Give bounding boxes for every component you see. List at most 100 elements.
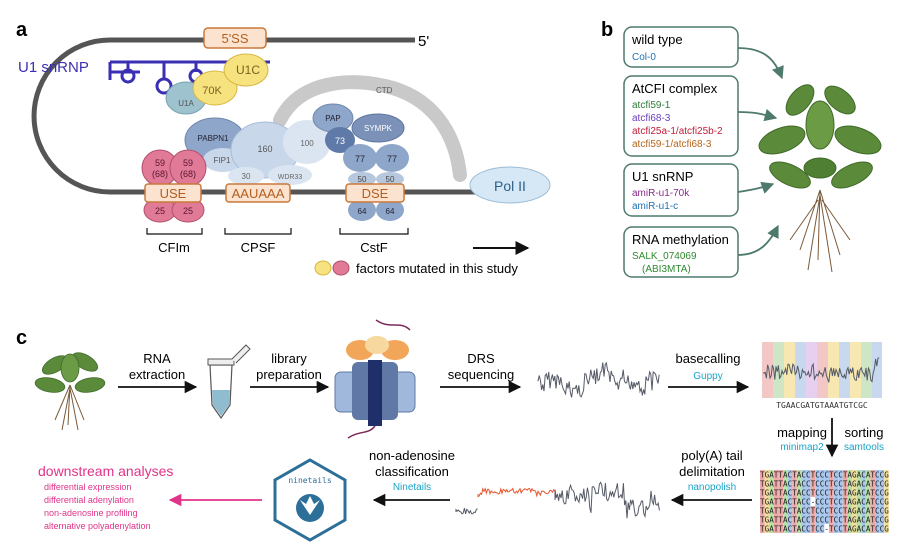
pol2-protein: [469, 166, 551, 204]
raw-signal-trace: [537, 361, 660, 398]
sympk-protein: [351, 113, 405, 143]
alignment-cell: [856, 488, 862, 497]
alignment-cell: [773, 488, 779, 497]
use-box: [144, 183, 202, 203]
alignment-cell: [783, 506, 788, 515]
downstream-item-1: differential expression: [44, 482, 131, 492]
alignment-cell: [833, 488, 839, 497]
legend-yellow-swatch: [314, 260, 332, 276]
alignment-cell: [787, 488, 793, 497]
cfim25a-label: 25: [155, 206, 165, 216]
alignment-cell: [852, 470, 857, 479]
alignment-cell: [861, 524, 866, 533]
cpsf30-protein: [228, 167, 264, 185]
minimap2-label: minimap2: [780, 442, 824, 453]
legend-pink-swatch: [332, 260, 350, 276]
cpsf73-protein: [325, 127, 355, 153]
alignment-cell: [865, 524, 871, 533]
alignment-cell: [865, 497, 871, 506]
alignment-cell: [773, 515, 779, 524]
cfim59a-label: 59: [155, 158, 165, 168]
box-methylation: [623, 226, 739, 278]
alignment-cell: [870, 479, 875, 488]
alignment-cell: [764, 479, 770, 488]
basecalled-signal: TGAACGATGTAAATGTCGC: [762, 342, 882, 410]
alignment-row: TGATTACTACCTCCCTCCTAGACATCCG: [760, 480, 889, 489]
alignment-cell: [884, 515, 889, 524]
panel-b: b wild type Col-0 AtCFI complex atcfi59-…: [601, 19, 882, 278]
alignment-cell: [833, 470, 839, 479]
alignment-row: TGATTACTACCTCCCTCCTAGACATCCG: [760, 471, 889, 480]
ninetails-tool-label: Ninetails: [393, 482, 431, 493]
alignment-cell: [815, 470, 820, 479]
alignment-cell: [792, 488, 797, 497]
alignment-cell: [865, 479, 871, 488]
alignment-cell: [773, 497, 779, 506]
box-atcfi: [623, 75, 739, 157]
alignment-cell: [796, 488, 802, 497]
complex-brackets: [146, 228, 409, 235]
alignment-cell: [861, 488, 866, 497]
cpsf-label: CPSF: [241, 240, 276, 255]
alignment-cell: [796, 497, 802, 506]
library-prep-line-1: library: [271, 351, 307, 366]
alignment-row: TGATTACTACCTCCCTCCTAGACATCCG: [760, 489, 889, 498]
box-methylation-line-1: SALK_074069: [632, 251, 697, 262]
alignment-cell: [870, 515, 875, 524]
b-arrows: [737, 47, 784, 256]
alignment-cell: [764, 524, 770, 533]
alignment-cell: [792, 524, 797, 533]
alignment-cell: [884, 470, 889, 479]
arabidopsis-plant: [758, 84, 882, 273]
ninetails-logo: ninetails: [273, 458, 347, 542]
alignment-cell: [824, 515, 829, 524]
alignment-cell: [884, 488, 889, 497]
alignment-cell: [847, 506, 852, 515]
alignment-cell: [815, 488, 820, 497]
alignment-cell: [760, 524, 765, 533]
alignment-cell: [865, 515, 871, 524]
panel-c-label: c: [16, 327, 27, 349]
alignment-cell: [870, 470, 875, 479]
alignment-cell: [847, 524, 852, 533]
alignment-cell: [852, 515, 857, 524]
ninetails-logo-text: ninetails: [288, 476, 332, 485]
auauaa-label: AAUAAA: [232, 186, 285, 201]
alignment-cell: [838, 515, 843, 524]
box-wild-type-title: wild type: [631, 32, 683, 47]
basecalled-trace: [763, 357, 880, 383]
cfim-label: CFIm: [158, 240, 190, 255]
alignment-cell: [801, 515, 806, 524]
cstf50a-protein: [348, 172, 376, 186]
alignment-cell: [764, 506, 770, 515]
alignment-cell: [819, 506, 825, 515]
cpsf100-label: 100: [300, 139, 314, 148]
alignment-cell: [810, 506, 816, 515]
alignment-cell: [847, 470, 852, 479]
cstf50b-label: 50: [386, 175, 395, 184]
cstf77a-protein: [343, 144, 377, 172]
alignment-cell: [824, 470, 829, 479]
nonadenosine-line-1: non-adenosine: [369, 448, 455, 463]
box-methylation-title: RNA methylation: [632, 232, 729, 247]
alignment-cell: [833, 515, 839, 524]
alignment-cell: [829, 497, 834, 506]
alignment-cell: [852, 479, 857, 488]
alignment-cell: [810, 479, 816, 488]
alignment-cell: [875, 506, 880, 515]
alignment-cell: [806, 515, 811, 524]
alignment-cell: [861, 497, 866, 506]
box-methylation-line-2: (ABI3MTA): [642, 264, 691, 275]
alignment-cell: [815, 479, 820, 488]
alignment-cell: [847, 479, 852, 488]
pap-label: PAP: [325, 114, 340, 123]
box-u1snrnp-line-1: amiR-u1-70k: [632, 188, 690, 199]
alignment-cell: [856, 524, 862, 533]
alignment-cell: [769, 515, 774, 524]
nonadenosine-line-2: classification: [375, 464, 449, 479]
cstf77b-label: 77: [387, 154, 397, 164]
panel-a-label: a: [16, 19, 28, 41]
alignment-cell: [875, 515, 880, 524]
alignment-cell: [884, 524, 889, 533]
alignment-cell: [879, 470, 885, 479]
